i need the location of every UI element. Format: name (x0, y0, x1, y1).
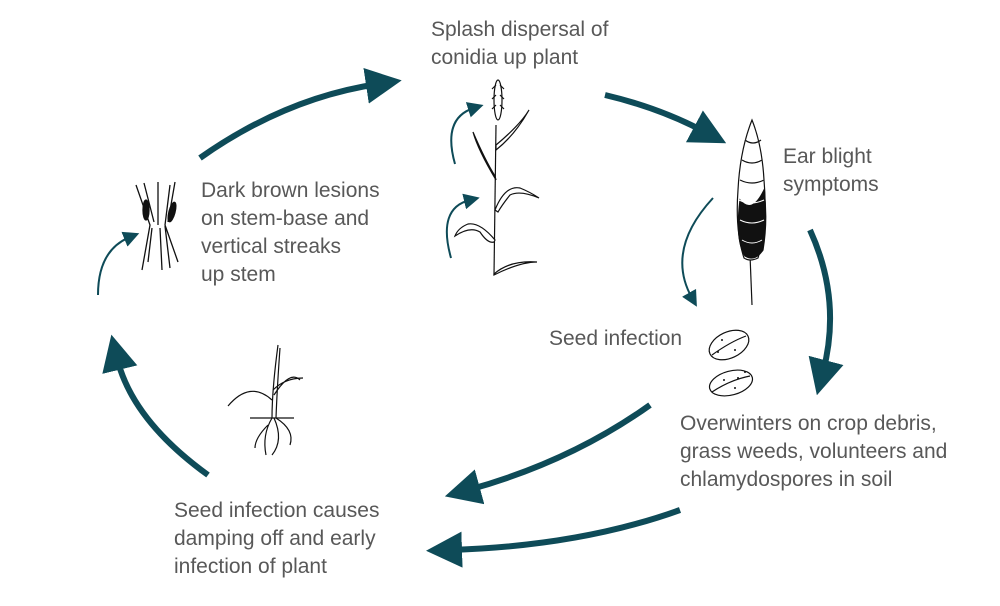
label-damping-off: Seed infection causes damping off and ea… (174, 497, 379, 581)
label-line: grass weeds, volunteers and (680, 440, 948, 463)
label-line: infection of plant (174, 555, 327, 578)
small-arrow-stem-base (97, 231, 140, 296)
seedling-icon (227, 344, 304, 456)
label-line: symptoms (783, 173, 879, 196)
seeds-icon (708, 329, 754, 397)
label-ear-blight: Ear blight symptoms (783, 143, 879, 199)
cycle-arrow-splash-to-ear (604, 92, 727, 144)
label-line: up stem (201, 263, 276, 286)
cycle-arrow-seed-to-damping (444, 402, 652, 505)
label-line: chlamydospores in soil (680, 468, 893, 491)
label-line: Ear blight (783, 145, 872, 168)
label-seed-infection: Seed infection (549, 327, 683, 350)
wheat-plant-icon (453, 79, 540, 276)
cycle-arrow-lesions-to-splash (198, 67, 402, 161)
label-line: Dark brown lesions (201, 179, 380, 202)
cycle-arrow-damping-to-lesions (102, 334, 210, 478)
label-line: Splash dispersal of (431, 18, 609, 41)
label-line: Overwinters on crop debris, (680, 412, 937, 435)
small-arrow-lower-plant (445, 193, 480, 259)
label-line: vertical streaks (201, 235, 342, 258)
label-line: damping off and early (174, 527, 376, 550)
cycle-arrow-overwinter-to-damping (426, 507, 682, 568)
cycle-arrow-ear-to-overwinter (807, 228, 844, 396)
small-arrow-upper-plant (450, 102, 484, 165)
small-arrow-ear-to-seed (681, 197, 714, 307)
label-dark-brown-lesions: Dark brown lesions on stem-base and vert… (201, 177, 380, 289)
label-line: on stem-base and (201, 207, 370, 230)
label-line: Seed infection causes (174, 499, 380, 522)
label-splash-dispersal: Splash dispersal of conidia up plant (431, 16, 608, 72)
label-overwinters: Overwinters on crop debris, grass weeds,… (680, 410, 947, 494)
stem-base-icon (135, 181, 179, 271)
wheat-ear-icon (736, 118, 767, 306)
label-line: conidia up plant (431, 46, 579, 69)
